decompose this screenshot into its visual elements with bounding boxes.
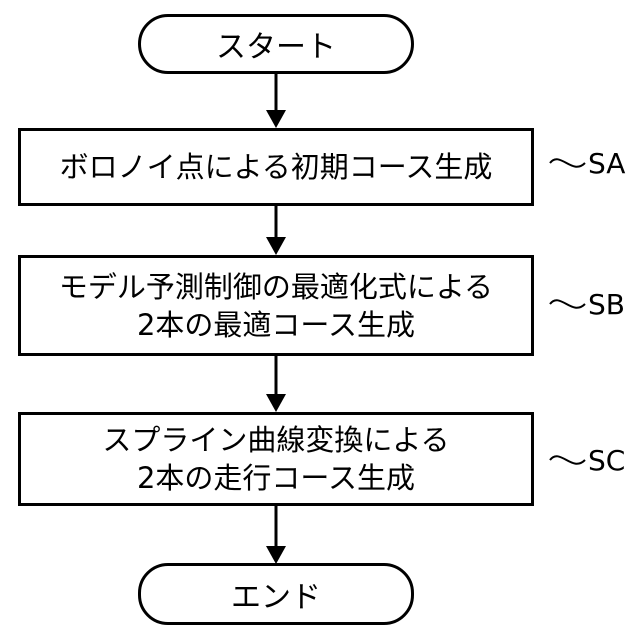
step-sb-line-2: 2本の最適コース生成 [137,306,415,344]
leader-sc [550,456,585,464]
arrowhead-icon [266,394,286,412]
leader-sb [550,300,585,308]
step-sc-id: SC [588,444,625,477]
step-sb-box: モデル予測制御の最適化式による 2本の最適コース生成 [18,255,534,356]
arrowhead-icon [266,546,286,564]
step-sa-box: ボロノイ点による初期コース生成 [18,128,534,206]
start-label: スタート [216,22,336,66]
end-label: エンド [231,572,321,616]
step-sa-id: SA [588,147,625,180]
end-terminal: エンド [138,563,414,625]
arrowhead-icon [266,237,286,255]
step-sc-line-1: スプライン曲線変換による [102,421,449,459]
arrowhead-icon [266,110,286,128]
step-sb-line-1: モデル予測制御の最適化式による [59,268,493,306]
step-sc-box: スプライン曲線変換による 2本の走行コース生成 [18,412,534,506]
leader-sa [550,159,585,167]
step-sc-line-2: 2本の走行コース生成 [137,459,415,497]
step-sa-line-1: ボロノイ点による初期コース生成 [60,148,493,186]
step-sb-id: SB [588,288,625,321]
start-terminal: スタート [138,14,414,74]
